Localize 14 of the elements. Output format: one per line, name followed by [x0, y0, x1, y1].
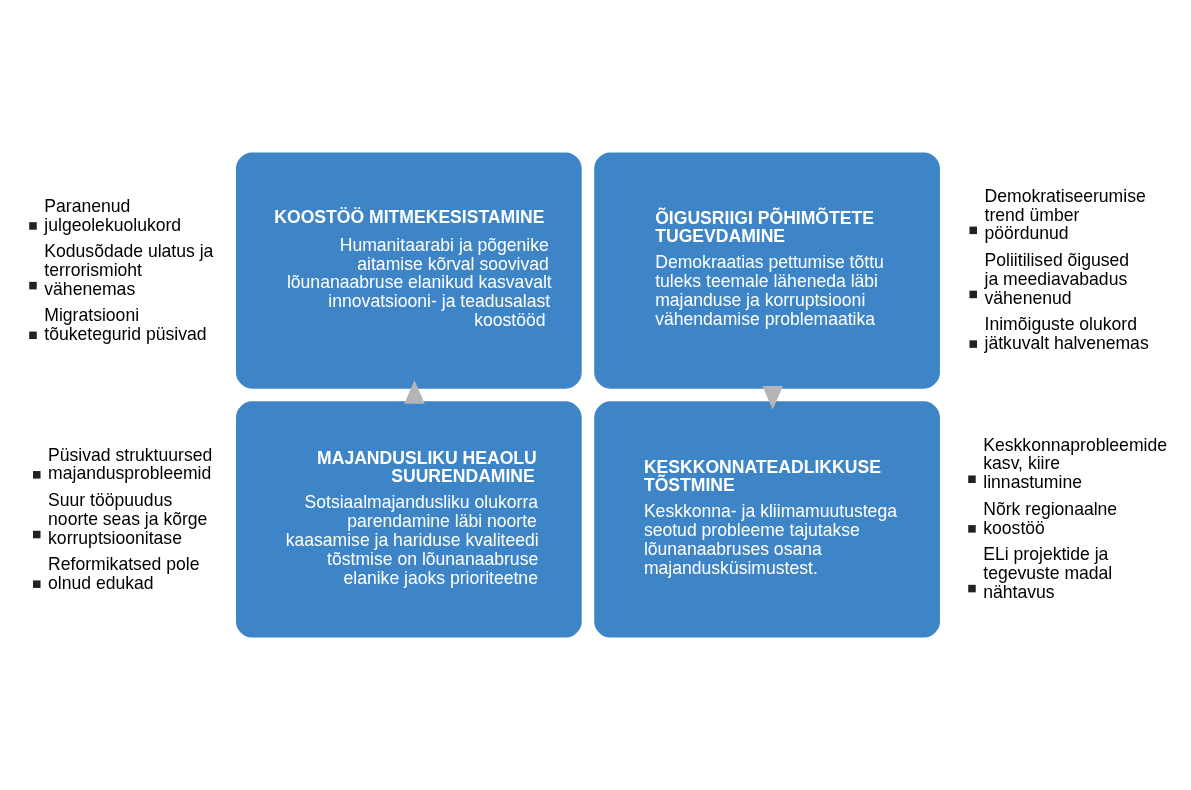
node-label: Nõrk regionaalne koostöö	[983, 498, 1118, 538]
node-label: Reformikatsed pole olnud edukad	[48, 553, 200, 593]
node-label: Püsivad struktuursed majandusprobleemid	[48, 444, 213, 484]
node-label: Paranenud julgeolekuolukord	[44, 195, 182, 235]
node-label: Keskkonnaprobleemide kasv, kiire linnastumine	[983, 434, 1167, 493]
node-label: Demokratiseerumise trend ümber pöördunud	[984, 185, 1146, 244]
node-label: Migratsiooni tõuketegurid püsivad	[44, 305, 207, 344]
node-label: ELi projektide ja tegevuste madal nähtavus	[983, 543, 1113, 602]
node-label: Poliitilised õigused ja meediavabadus vähenenud	[984, 249, 1130, 308]
node-box: KESKKONNATEADLIKKUSE TÕSTMINE Keskkonna- ja kliimamuutustega seotud probleeme tajutakse lõunanaabruses osana majandusküsimustest.	[594, 401, 940, 638]
node-label: Suur tööpuudus noorte seas ja kõrge korruptsioonitase	[48, 489, 208, 548]
node-box: KOOSTÖÖ MITMEKESISTAMINE Humanitaarabi ja põgenike aitamise kõrval soovivad lõunanaabruse elanikud kasvavalt innovatsiooni- ja teadusalast koostööd	[236, 152, 582, 389]
node-label: Inimõiguste olukord jätkuvalt halvenemas	[984, 313, 1149, 353]
node-label: Kodusõdade ulatus ja terrorismioht vähenemas	[44, 240, 214, 299]
